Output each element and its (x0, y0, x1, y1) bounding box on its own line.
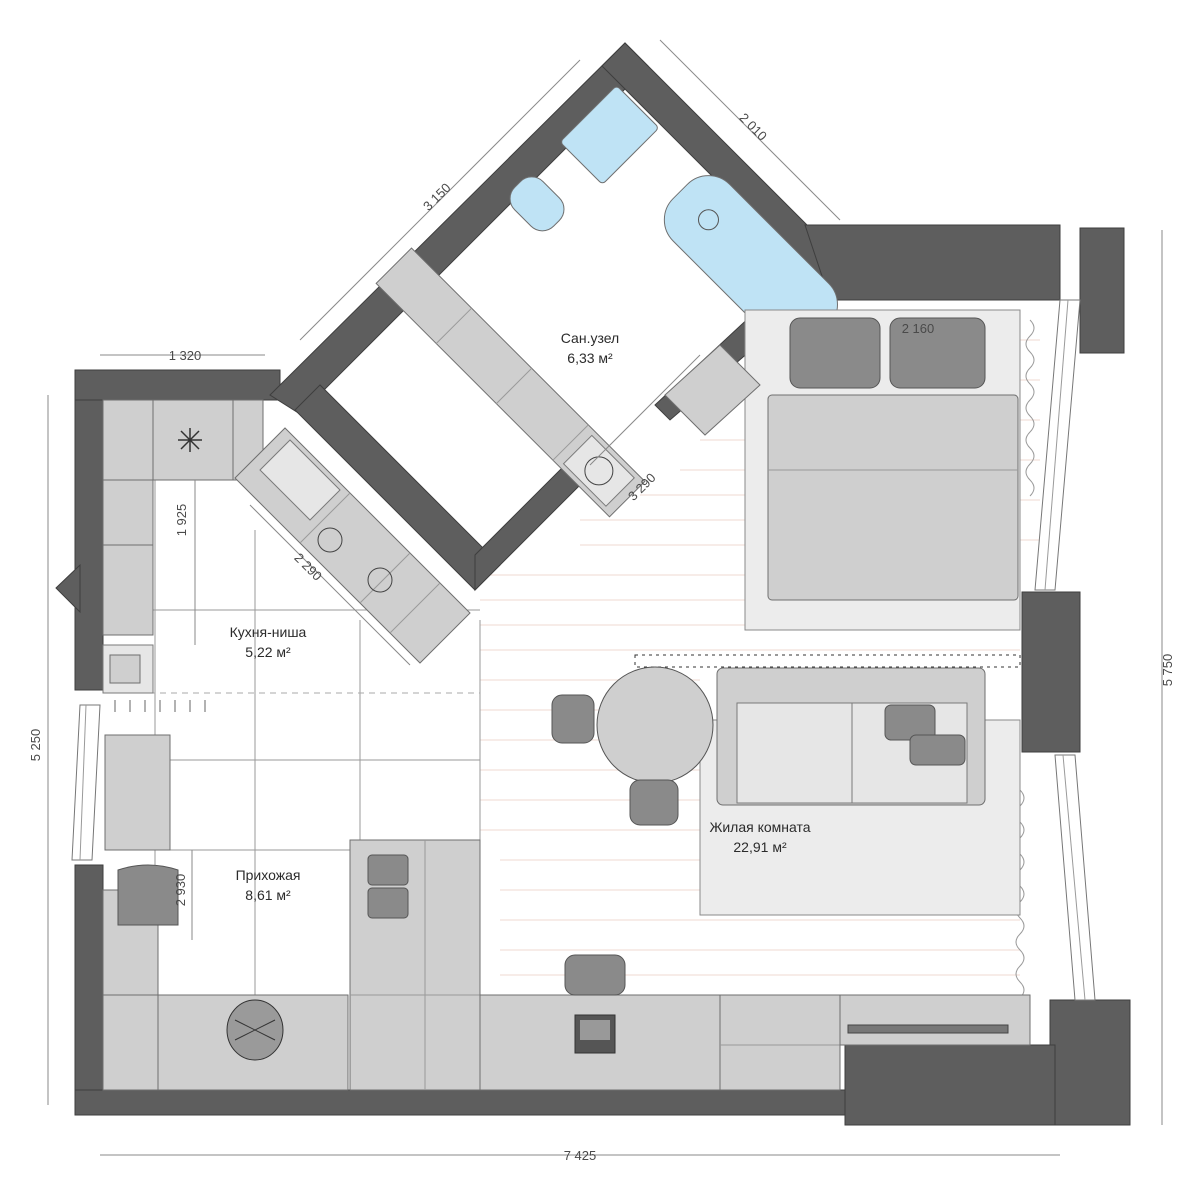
room-area-living: 22,91 м² (733, 839, 787, 855)
laptop-icon (574, 1014, 616, 1054)
dim-bed-width: 2 160 (902, 321, 935, 336)
snowflake-icon (178, 428, 202, 452)
toilet (509, 176, 565, 232)
dim-right-total: 5 750 (1160, 654, 1175, 687)
room-name-kitchen: Кухня-ниша (230, 624, 307, 640)
dim-left-top: 1 320 (169, 348, 202, 363)
dim-hall-depth: 2 930 (173, 874, 188, 907)
plant-icon (226, 999, 284, 1061)
desk-chair (564, 954, 626, 996)
dim-top-right-wall: 2 010 (736, 110, 770, 144)
dim-left-total: 5 250 (28, 729, 43, 762)
dim-bottom-total: 7 425 (564, 1148, 597, 1163)
wash-basin (561, 86, 658, 184)
dining-table (596, 666, 714, 784)
room-area-hallway: 8,61 м² (245, 887, 291, 903)
dim-kitchen-depth: 1 925 (174, 504, 189, 537)
bathroom-fixtures (375, 86, 838, 518)
tv-icon (847, 1024, 1009, 1034)
dining-chair (629, 779, 679, 826)
bed (767, 394, 1019, 601)
chair (117, 864, 179, 926)
dimension-lines (47, 39, 1163, 1156)
living-furniture (479, 309, 1031, 1091)
room-name-hallway: Прихожая (236, 867, 301, 883)
room-area-kitchen: 5,22 м² (245, 644, 291, 660)
washing-machine-icon (584, 456, 614, 486)
coat-hooks (114, 700, 206, 712)
walls (55, 42, 1131, 1126)
hallway-furniture (102, 700, 481, 1091)
kitchen-furniture (102, 399, 471, 694)
dim-top-left-wall: 3 150 (420, 180, 454, 214)
room-name-bathroom: Сан.узел (561, 330, 619, 346)
room-name-living: Жилая комната (709, 819, 810, 835)
windows (71, 299, 1096, 1001)
room-area-bathroom: 6,33 м² (567, 350, 613, 366)
dining-chair (551, 694, 595, 744)
drain-icon (697, 209, 719, 231)
